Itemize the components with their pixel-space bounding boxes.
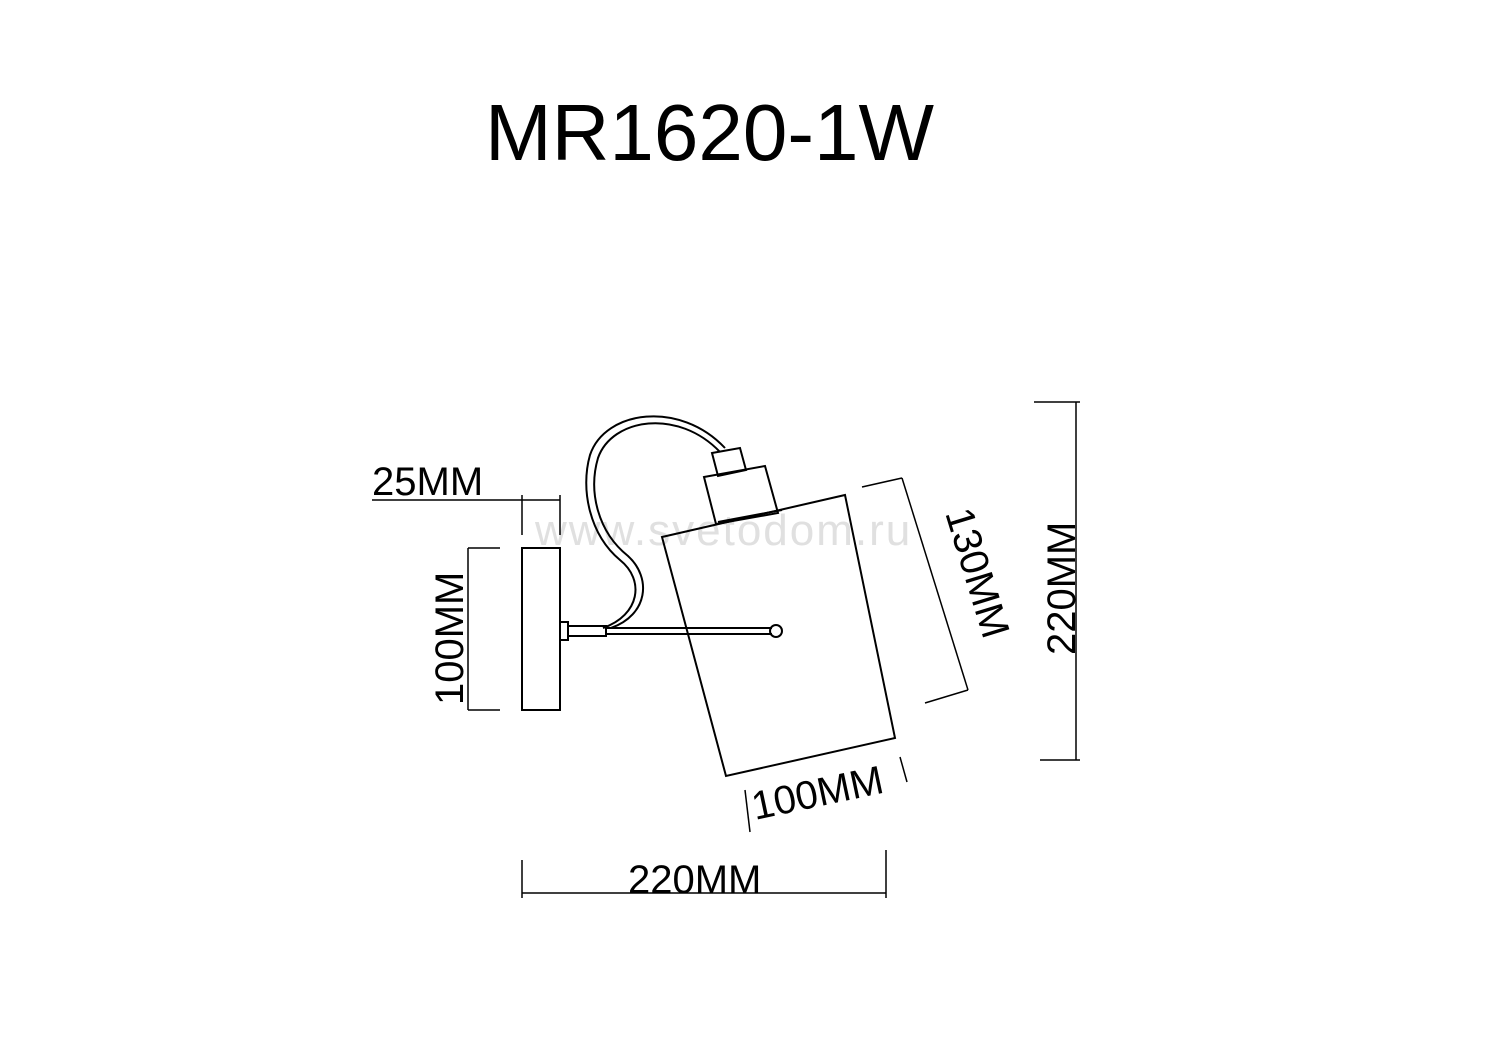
label-shade-width: 100MM [748,758,888,829]
label-shade-height: 130MM [936,503,1017,643]
dimension-total-width [521,850,887,898]
label-total-width: 220MM [628,858,761,902]
dimension-shade-width [744,756,908,833]
lamp-arm [559,621,783,641]
dimension-total-height [1034,401,1080,761]
model-title: MR1620-1W [485,88,935,177]
dimension-shade-height [861,477,969,704]
lamp-shade [660,493,897,778]
wall-base-plate [521,547,561,711]
label-total-height: 220MM [1040,522,1084,655]
dimension-base-height [467,547,500,711]
dimension-base-depth [372,495,561,535]
power-cable [585,415,726,629]
label-base-depth: 25MM [372,460,483,504]
label-base-height: 100MM [428,572,472,705]
